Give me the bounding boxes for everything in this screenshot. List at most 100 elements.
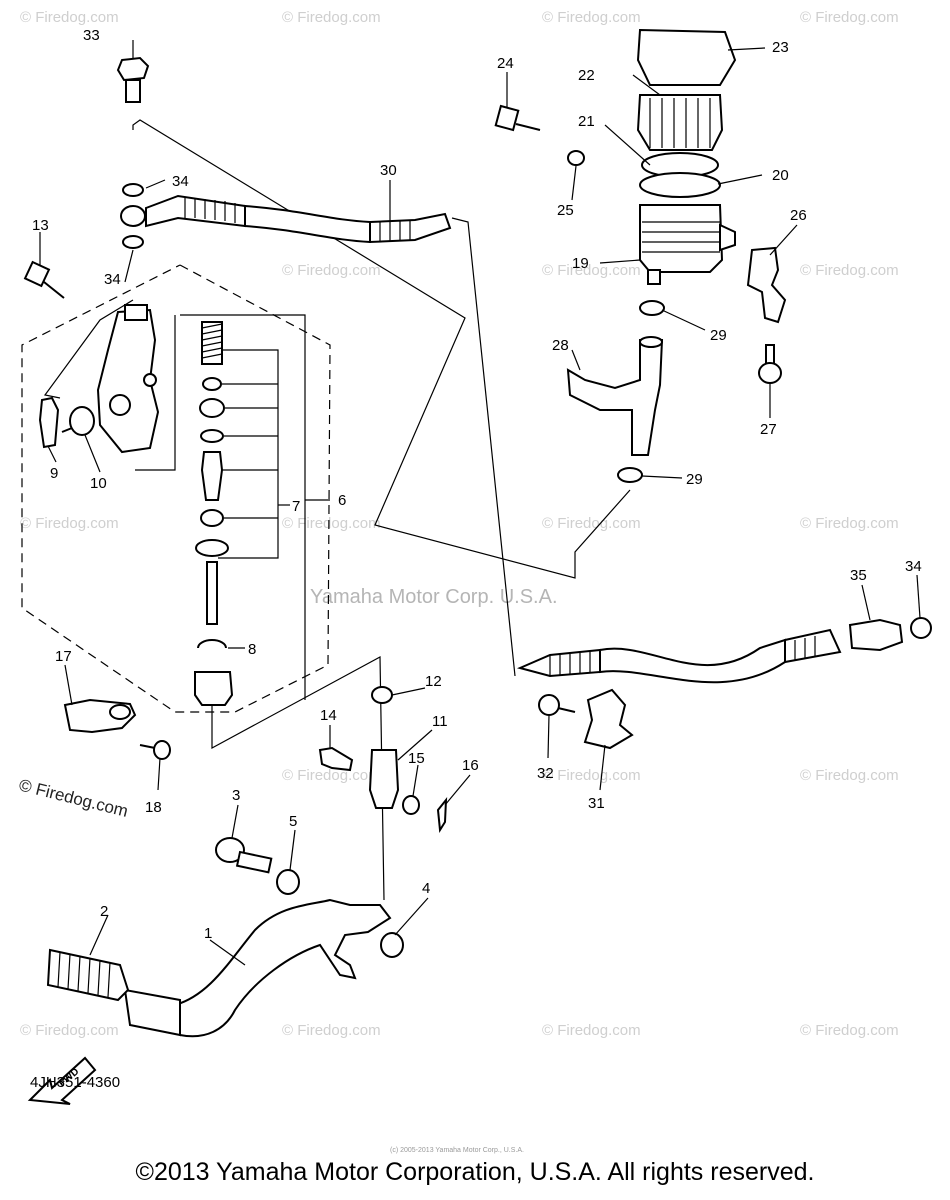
part-27-bolt[interactable] [758, 344, 782, 384]
watermark: © Firedog.com [282, 1022, 381, 1039]
callout-23: 23 [772, 39, 789, 56]
reservoir-outlet [647, 269, 661, 285]
callout-12: 12 [425, 673, 442, 690]
part-24-bolt[interactable] [494, 104, 541, 132]
callout-28: 28 [552, 337, 569, 354]
bolt-head [758, 362, 782, 384]
bracket-hole [109, 704, 131, 720]
hose-route-line [132, 119, 631, 579]
bracket-body [135, 315, 176, 471]
callout-26: 26 [790, 207, 807, 224]
watermark: © Firedog.com [282, 262, 381, 279]
cap-pin [61, 427, 73, 433]
callout-19: 19 [572, 255, 589, 272]
part-13-bolt[interactable] [23, 260, 65, 299]
piston-kit-stack[interactable] [194, 321, 234, 706]
part-29-clip-upper[interactable] [639, 300, 665, 316]
reservoir-mount-ear [719, 223, 736, 252]
part-28-reservoir-hose[interactable] [566, 336, 664, 456]
clip [617, 467, 643, 483]
washer [402, 795, 420, 815]
callout-17: 17 [55, 648, 72, 665]
callout-34c: 34 [905, 558, 922, 575]
callout-3: 3 [232, 787, 240, 804]
callout-11: 11 [432, 713, 448, 730]
hose-route-line-3 [451, 217, 516, 677]
part-11-clevis[interactable] [368, 749, 400, 809]
callout-31: 31 [588, 795, 605, 812]
callout-brackets [135, 314, 330, 700]
washer [380, 932, 404, 958]
watermark: © Firedog.com [282, 515, 381, 532]
brake-hose-lower[interactable] [516, 628, 842, 684]
watermark: © Firedog.com [542, 262, 641, 279]
part-17-bracket[interactable] [63, 698, 137, 734]
part-31-clamp[interactable] [583, 688, 634, 750]
bolt-shank [557, 707, 576, 713]
watermark: © Firedog.com [800, 1022, 899, 1039]
callout-6: 6 [338, 492, 346, 509]
spring-coils [201, 323, 223, 359]
bolt-shank [139, 744, 156, 749]
part-4-washer[interactable] [380, 932, 404, 958]
callout-30: 30 [380, 162, 397, 179]
callout-9: 9 [50, 465, 58, 482]
part-3-pivot-bolt[interactable] [215, 837, 273, 874]
part-33-banjo-bolt[interactable] [116, 56, 150, 103]
boot [194, 671, 234, 706]
hose-end-right [784, 628, 842, 664]
watermark: © Firedog.com [20, 515, 119, 532]
fwd-arrow-shape [27, 1056, 97, 1105]
watermark: © Firedog.com [282, 767, 381, 784]
part-2-footrest[interactable] [46, 948, 130, 1002]
center-watermark: Yamaha Motor Corp. U.S.A. [310, 586, 558, 608]
nut [371, 686, 393, 704]
part-34-washers[interactable] [122, 183, 932, 639]
part-30-brake-hose[interactable] [120, 194, 452, 244]
callout-18: 18 [145, 799, 162, 816]
cylinder-port-2 [143, 373, 157, 387]
part-22-cap [636, 94, 724, 151]
part-14-pin[interactable] [318, 746, 354, 772]
callout-20: 20 [772, 167, 789, 184]
push-rod [206, 561, 218, 625]
part-29-clip-lower[interactable] [617, 467, 643, 483]
footrest-ribs [57, 951, 111, 998]
part-9-bleed-screw[interactable] [38, 396, 60, 449]
watermark: © Firedog.com [542, 515, 641, 532]
pedal-arm [173, 898, 392, 1038]
part-16-cotter-pin[interactable] [436, 796, 448, 834]
part-5-washer[interactable] [276, 869, 300, 895]
part-12-nut[interactable] [371, 686, 393, 704]
pedal-pad [123, 988, 181, 1037]
watermark: © Firedog.com [20, 9, 119, 26]
callout-22: 22 [578, 67, 595, 84]
watermark: © Firedog.com [800, 515, 899, 532]
bracket-7 [218, 349, 279, 559]
reservoir-assembly[interactable] [636, 28, 737, 285]
bolt-head [23, 260, 51, 288]
part-1-brake-pedal[interactable] [123, 898, 392, 1038]
callout-29: 29 [710, 327, 727, 344]
callout-10: 10 [90, 475, 107, 492]
cup-2 [200, 509, 224, 527]
part-18-bolt[interactable] [139, 740, 171, 760]
washer-2 [195, 539, 229, 557]
callout-27: 27 [760, 421, 777, 438]
cap [69, 406, 95, 436]
hose-ribs [549, 636, 816, 676]
circlip-8 [197, 639, 227, 649]
part-15-washer[interactable] [402, 795, 420, 815]
master-cylinder-body[interactable] [96, 304, 160, 454]
part-35-union[interactable] [848, 618, 904, 652]
part-23-cover [636, 28, 737, 86]
part-25-grommet[interactable] [567, 150, 585, 166]
bolt-head [215, 837, 245, 863]
part-10-cap[interactable] [61, 406, 95, 436]
part-26-bracket[interactable] [746, 246, 787, 324]
part-32-bolt[interactable] [538, 694, 576, 716]
part-20-diaphragm [639, 172, 721, 198]
callout-35: 35 [850, 567, 867, 584]
grommet [567, 150, 585, 166]
